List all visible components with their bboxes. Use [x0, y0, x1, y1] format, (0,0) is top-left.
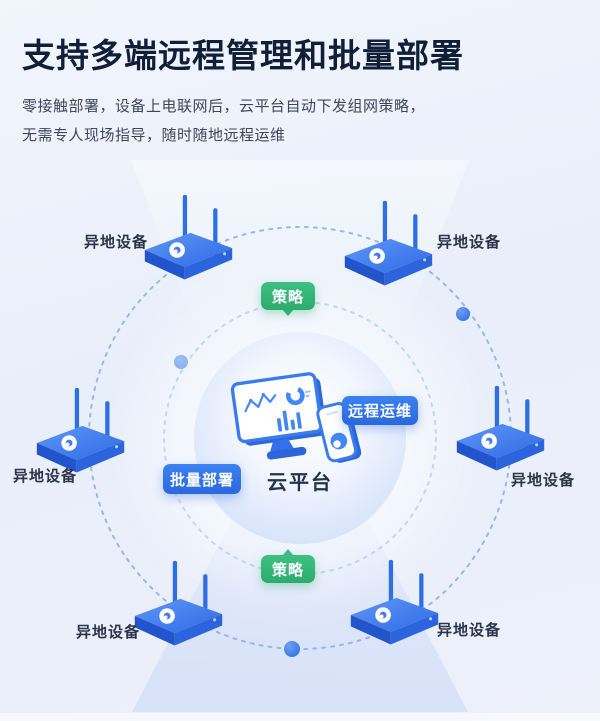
policy-badge-bottom: 策略 [261, 555, 315, 583]
router-icon [341, 199, 436, 294]
bar-chart-glyph [276, 410, 302, 432]
router-icon [347, 558, 442, 653]
monitor-icon [230, 372, 362, 463]
line-chart-glyph [244, 393, 277, 413]
remote-ops-badge: 远程运维 [342, 396, 418, 425]
subtitle-line-2: 无需专人现场指导，随时随地远程运维 [22, 126, 286, 144]
page-title: 支持多端远程管理和批量部署 [22, 37, 464, 74]
subtitle-line-1: 零接触部署，设备上电联网后，云平台自动下发组网策略， [22, 97, 426, 115]
connection-dot [456, 307, 470, 321]
page-subtitle: 零接触部署，设备上电联网后，云平台自动下发组网策略， 无需专人现场指导，随时随地… [22, 92, 578, 151]
router-icon [141, 193, 236, 288]
header: 支持多端远程管理和批量部署 零接触部署，设备上电联网后，云平台自动下发组网策略，… [22, 36, 578, 150]
router-icon [33, 386, 128, 481]
device-label: 异地设备 [13, 468, 78, 485]
connection-dot [284, 641, 300, 657]
donut-chart-glyph [286, 386, 305, 406]
connection-dot [174, 355, 188, 369]
device-label: 异地设备 [437, 234, 502, 251]
bottom-divider [0, 713, 600, 721]
router-icon [453, 384, 548, 479]
router-icon [131, 559, 226, 654]
device-label: 异地设备 [83, 234, 148, 251]
batch-deploy-badge: 批量部署 [163, 464, 241, 494]
device-label: 异地设备 [437, 622, 502, 639]
cloud-platform-label: 云平台 [267, 472, 333, 494]
policy-badge-top: 策略 [261, 282, 315, 310]
device-label: 异地设备 [511, 472, 576, 489]
cloud-platform-illustration [224, 368, 364, 476]
device-label: 异地设备 [76, 624, 141, 641]
